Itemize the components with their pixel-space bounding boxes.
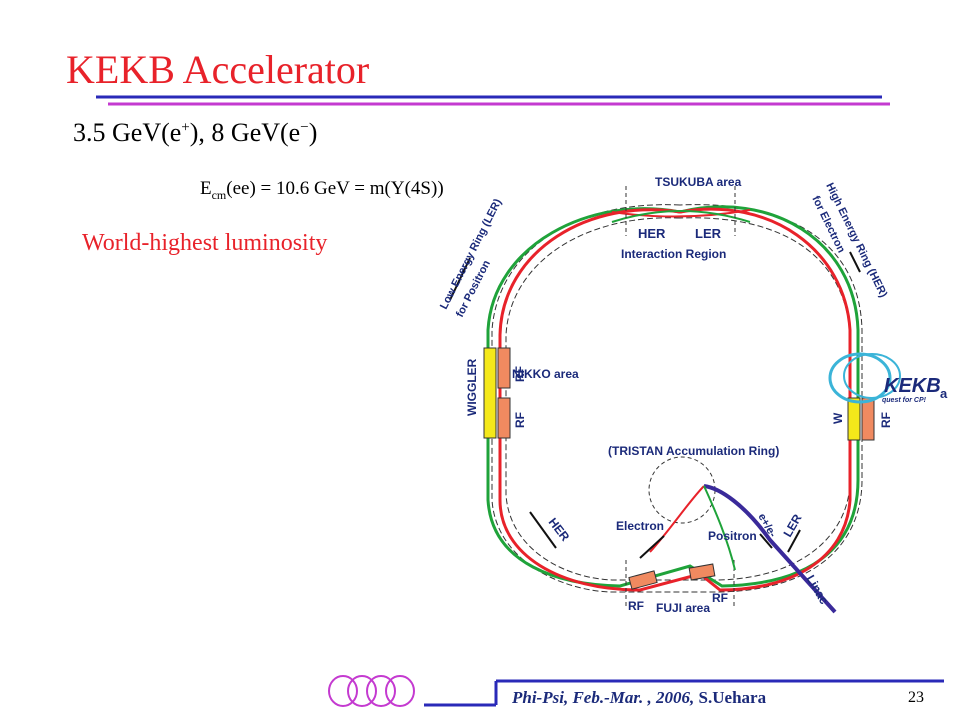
ecm-rest: (ee) = 10.6 GeV = m(Y(4S)): [226, 178, 444, 199]
positron-injection-line: [703, 485, 736, 571]
positron-arrow: [759, 533, 773, 549]
label-her: HER: [638, 226, 666, 241]
label-ler-bottom: LER: [780, 511, 804, 539]
rf-cavity-left-1: [497, 347, 511, 389]
label-tsukuba-area: TSUKUBA area: [655, 175, 742, 189]
ler-ring: [486, 205, 860, 588]
beam-energies-part3: ): [308, 118, 318, 147]
label-electron: Electron: [616, 519, 664, 533]
kekb-logo-tagline: quest for CP!: [882, 397, 927, 404]
footer-citation-text: Phi-Psi, Feb.-Mar. , 2006,: [512, 688, 699, 707]
label-ler: LER: [695, 226, 722, 241]
label-rf-bottom-left: RF: [628, 599, 644, 613]
beam-energies: 3.5 GeV(e+), 8 GeV(e−): [73, 118, 317, 148]
kekb-ring-diagram: TSUKUBA area HER LER Interaction Region …: [438, 175, 948, 615]
ler-direction-arrow: [449, 257, 471, 301]
label-linac: Linac: [803, 573, 831, 607]
label-rf-left-1: RF: [513, 366, 527, 382]
label-fuji-area: FUJI area: [656, 601, 710, 615]
ecm-sub: cm: [211, 187, 227, 202]
beam-arrows: [449, 251, 861, 559]
ir-crossing-her: [611, 209, 751, 218]
wiggler-left: [483, 347, 497, 439]
electron-injection-line: [649, 485, 705, 553]
beam-energies-sup1: +: [181, 119, 190, 136]
beam-energies-part2: ), 8 GeV(e: [189, 118, 301, 147]
electron-arrow: [639, 535, 665, 559]
tunnel-outline: [491, 204, 863, 593]
label-w-right: W: [831, 412, 845, 424]
footer-citation: Phi-Psi, Feb.-Mar. , 2006, S.Uehara: [512, 688, 766, 708]
linac-line: [703, 484, 837, 614]
label-nikko-area: NIKKO area: [512, 367, 579, 381]
beam-energies-sup2: −: [300, 119, 309, 136]
luminosity-highlight: World-highest luminosity: [82, 230, 328, 256]
label-rf-bottom-right: RF: [712, 591, 728, 605]
her-direction-arrow: [849, 251, 861, 273]
ecm-prefix: E: [200, 178, 212, 199]
ir-crossing-ler: [611, 210, 751, 223]
rf-cavity-bottom-2: [688, 563, 716, 581]
label-positron: Positron: [708, 529, 757, 543]
label-interaction-region: Interaction Region: [621, 247, 726, 261]
footer-rings-icon: [328, 675, 415, 707]
rf-cavity-right: [861, 397, 875, 441]
wiggler-right: [847, 397, 861, 441]
label-rf-right: RF: [879, 412, 893, 428]
ler-bottom-arrow: [787, 529, 801, 553]
cm-energy-formula: Ecm(ee) = 10.6 GeV = m(Y(4S)): [200, 178, 444, 203]
beam-energies-part1: 3.5 GeV(e: [73, 118, 182, 147]
kekb-logo: [828, 352, 901, 404]
kekb-logo-text: KEKB: [884, 375, 941, 397]
label-rf-left-2: RF: [513, 412, 527, 428]
rf-cavity-left-2: [497, 397, 511, 439]
her-ring: [498, 207, 852, 592]
label-tristan: (TRISTAN Accumulation Ring): [608, 444, 779, 458]
footer-author: S.Uehara: [698, 688, 767, 707]
kekb-logo-trail: a: [940, 386, 948, 401]
slide-title: KEKB Accelerator: [66, 47, 370, 92]
label-wiggler: WIGGLER: [465, 358, 479, 416]
her-bottom-arrow: [529, 511, 557, 549]
rf-cavity-bottom-1: [628, 570, 658, 590]
page-number: 23: [908, 689, 924, 706]
